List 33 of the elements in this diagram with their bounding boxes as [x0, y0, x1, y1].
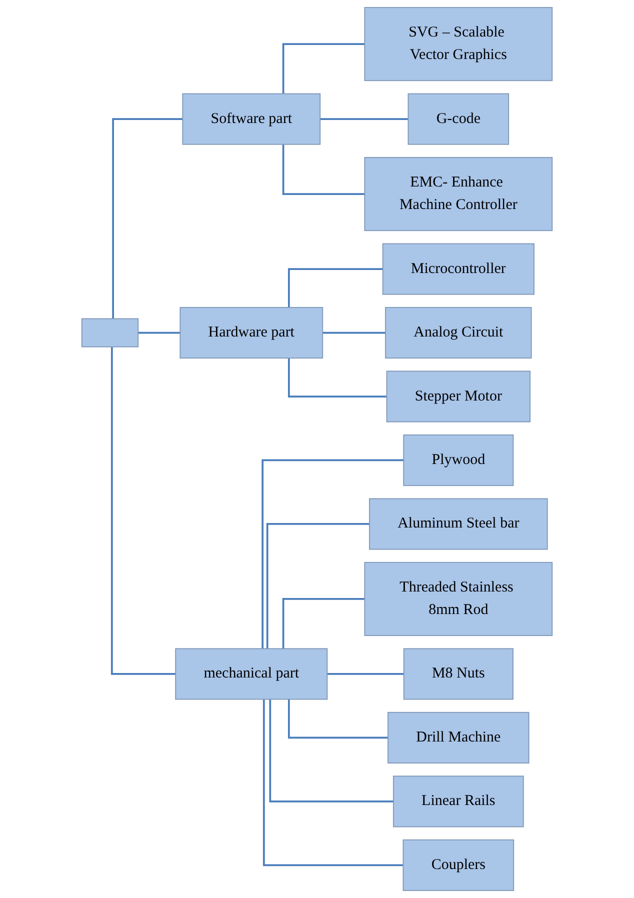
node-box — [81, 318, 139, 348]
connector — [282, 144, 365, 195]
connector — [262, 459, 404, 649]
connector — [326, 673, 404, 675]
connector — [288, 268, 383, 308]
node-box: Linear Rails — [392, 776, 524, 828]
node-box: Plywood — [403, 434, 514, 486]
connector — [282, 598, 365, 649]
node-box: Aluminum Steel bar — [369, 498, 548, 550]
connector — [282, 43, 365, 94]
node-box: M8 Nuts — [403, 648, 514, 700]
connector — [269, 699, 394, 802]
connector — [137, 332, 180, 334]
connector — [288, 358, 387, 398]
node-box: Threaded Stainless 8mm Rod — [364, 562, 553, 636]
connector — [319, 118, 408, 120]
node-box: Hardware part — [180, 306, 324, 359]
connector — [112, 118, 183, 319]
node-box: Analog Circuit — [385, 306, 532, 359]
node-box: EMC- Enhance Machine Controller — [364, 157, 553, 232]
node-box: Microcontroller — [382, 243, 534, 295]
node-box: Software part — [182, 93, 321, 145]
connector — [262, 699, 404, 866]
connector — [110, 346, 176, 675]
node-box: G-code — [408, 93, 510, 145]
node-box: SVG – Scalable Vector Graphics — [364, 7, 553, 82]
connector — [288, 699, 388, 739]
connector — [266, 523, 370, 649]
node-box: mechanical part — [175, 648, 328, 700]
connector — [322, 332, 386, 334]
node-box: Stepper Motor — [386, 370, 531, 422]
node-box: Drill Machine — [388, 712, 530, 764]
node-box: Couplers — [402, 839, 514, 891]
